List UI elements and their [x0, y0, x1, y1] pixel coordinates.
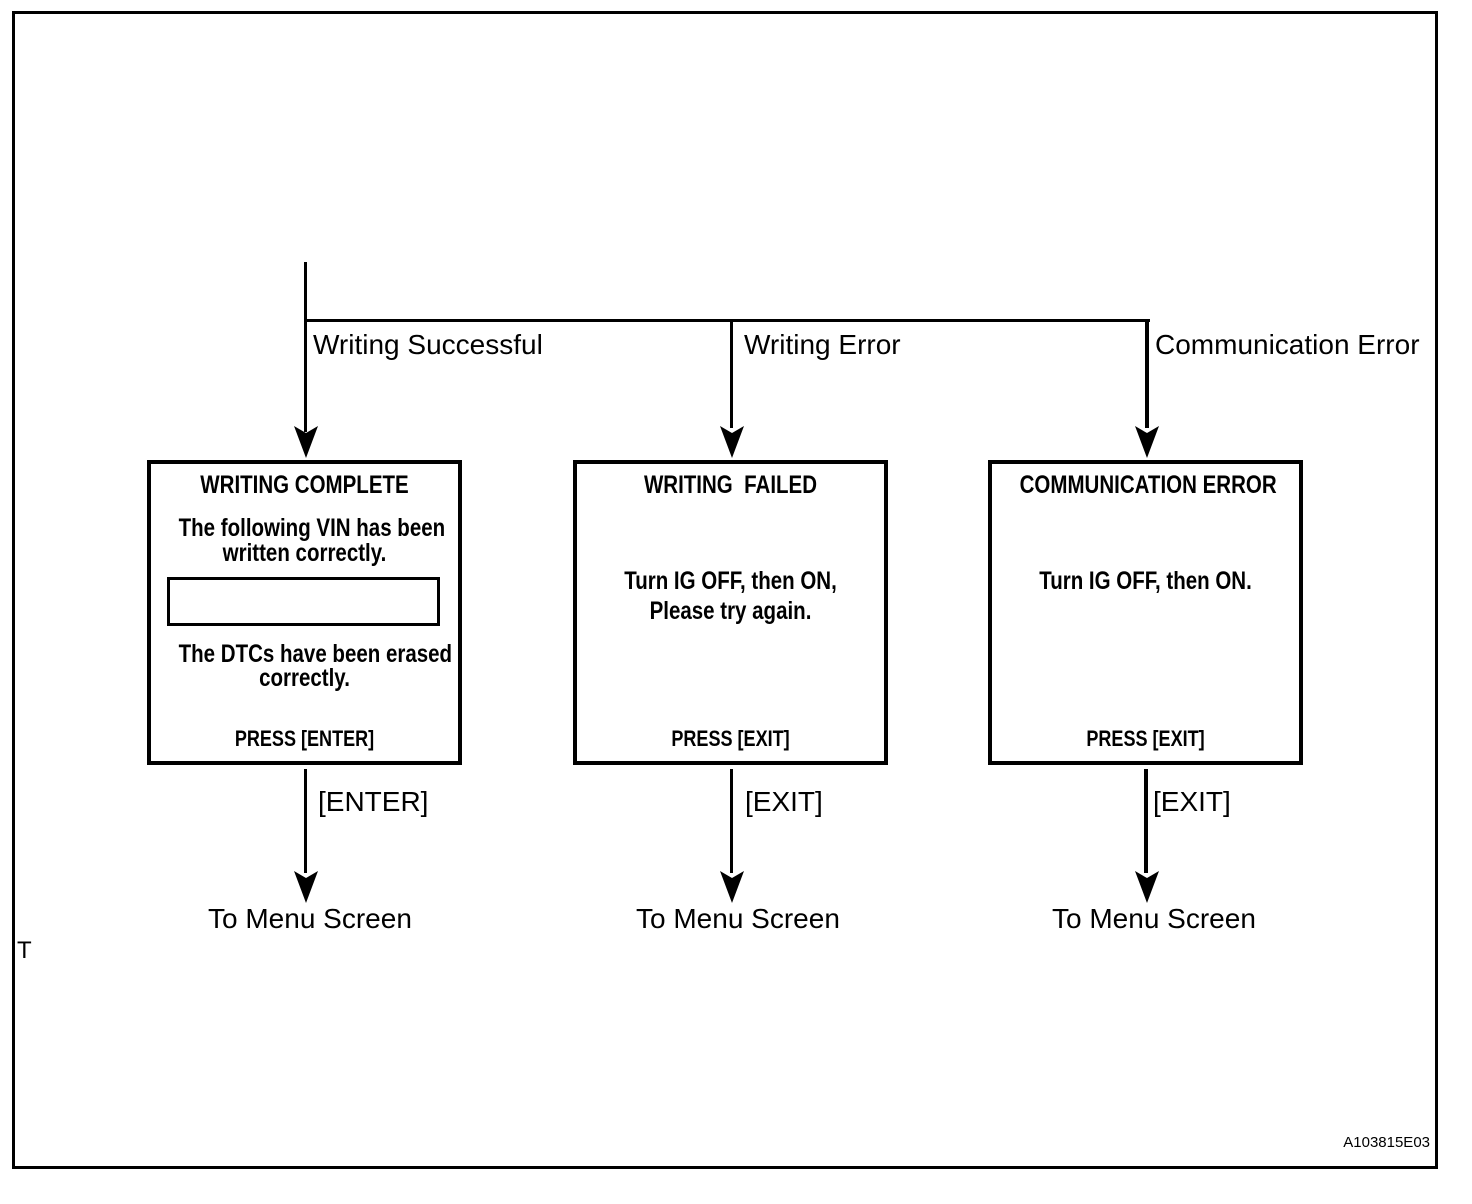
press-instruction: PRESS [EXIT] — [1086, 726, 1205, 751]
exit-line-communication-error — [1144, 769, 1148, 873]
writing-failed-box: WRITING FAILED Turn IG OFF, then ON, Ple… — [573, 460, 888, 765]
key-label-exit: [EXIT] — [1153, 786, 1231, 817]
destination-label-menu-screen: To Menu Screen — [208, 903, 412, 934]
destination-label-menu-screen: To Menu Screen — [636, 903, 840, 934]
condition-label-writing-error: Writing Error — [744, 329, 901, 360]
box-message-line: Turn IG OFF, then ON, — [624, 567, 837, 595]
box-title: WRITING COMPLETE — [200, 471, 409, 499]
key-label-exit: [EXIT] — [745, 786, 823, 817]
page-border-frame — [12, 11, 1438, 1169]
exit-line-writing-failed — [730, 769, 733, 873]
box-title: COMMUNICATION ERROR — [1019, 471, 1277, 499]
branch-line-horizontal — [304, 319, 1150, 322]
box-message-line: Turn IG OFF, then ON. — [1039, 567, 1252, 595]
box-message-line: correctly. — [259, 664, 350, 692]
press-instruction: PRESS [ENTER] — [234, 726, 375, 751]
communication-error-box: COMMUNICATION ERROR Turn IG OFF, then ON… — [988, 460, 1303, 765]
box-message-line: The following VIN has been — [178, 514, 446, 542]
box-message-line: written correctly. — [222, 539, 387, 567]
press-instruction: PRESS [EXIT] — [671, 726, 790, 751]
box-message-line: Please try again. — [649, 597, 812, 625]
condition-label-writing-successful: Writing Successful — [313, 329, 543, 360]
exit-line-writing-complete — [304, 769, 307, 873]
box-title: WRITING FAILED — [643, 471, 818, 499]
branch-line-communication-error — [1145, 322, 1149, 428]
key-label-enter: [ENTER] — [318, 786, 429, 817]
trunk-line-vertical — [304, 262, 307, 432]
margin-char: T — [17, 937, 32, 964]
figure-code: A103815E03 — [1343, 1134, 1430, 1151]
branch-line-writing-error — [730, 322, 733, 428]
vin-value-field — [167, 577, 440, 626]
destination-label-menu-screen: To Menu Screen — [1052, 903, 1256, 934]
box-message-line: The DTCs have been erased — [178, 640, 453, 668]
condition-label-communication-error: Communication Error — [1155, 329, 1420, 360]
writing-complete-box: WRITING COMPLETE The following VIN has b… — [147, 460, 462, 765]
